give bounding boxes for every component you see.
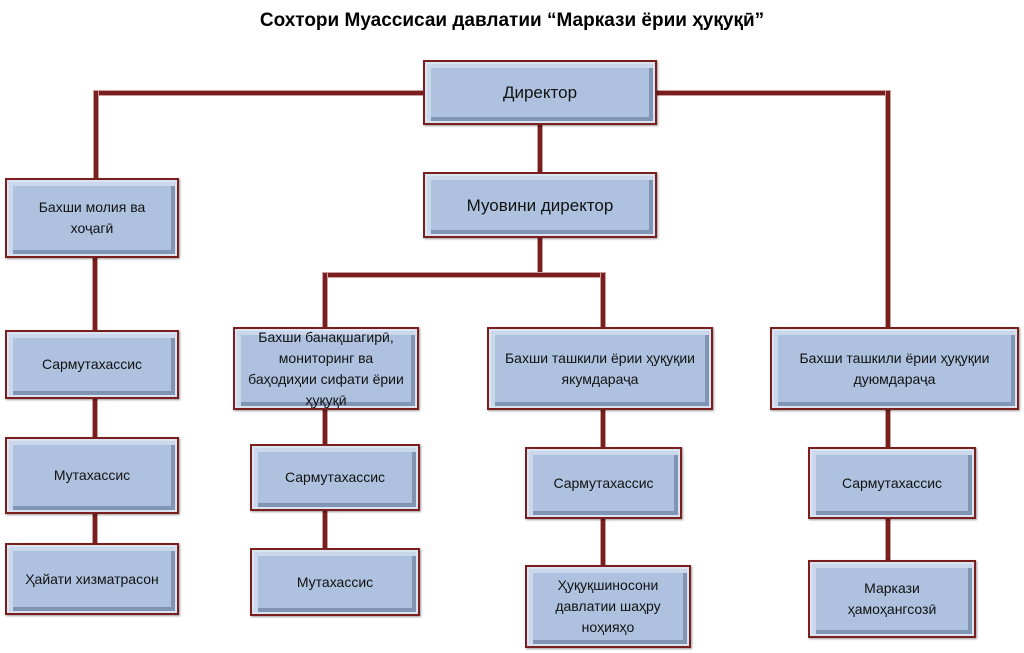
node-monitoring-senior-specialist: Сармутахассис	[250, 444, 420, 511]
connector	[538, 124, 542, 173]
node-finance-specialist: Мутахассис	[5, 437, 179, 514]
connector	[323, 273, 605, 277]
node-secondary-senior-specialist: Сармутахассис	[808, 447, 976, 519]
node-finance-senior-specialist: Сармутахассис	[5, 330, 179, 399]
connector	[94, 91, 98, 179]
chart-title: Сохтори Муассисаи давлатии “Маркази ёрии…	[259, 10, 765, 31]
node-monitoring-department: Бахши банақшагирӣ, мониторинг ва баҳодиҳ…	[233, 327, 419, 410]
node-primary-senior-specialist: Сармутахассис	[525, 447, 682, 519]
node-monitoring-specialist: Мутахассис	[250, 548, 420, 616]
connector	[601, 273, 605, 328]
node-primary-legal-aid-department: Бахши ташкили ёрии ҳуқуқии якумдараҷа	[487, 327, 713, 410]
node-director: Директор	[423, 60, 657, 125]
connector	[656, 91, 890, 95]
node-service-staff: Ҳайати хизматрасон	[5, 543, 179, 615]
node-coordination-center: Маркази ҳамоҳангсозӣ	[808, 560, 976, 638]
node-deputy-director: Муовини директор	[423, 172, 657, 238]
connector	[538, 237, 542, 276]
connector	[886, 91, 890, 328]
connector	[94, 91, 424, 95]
connector	[93, 257, 97, 547]
connector	[323, 273, 327, 328]
node-state-lawyers: Ҳуқуқшиносони давлатии шаҳру ноҳияҳо	[525, 565, 691, 648]
node-finance-department: Бахши молия ва хоҷагӣ	[5, 178, 179, 258]
node-secondary-legal-aid-department: Бахши ташкили ёрии ҳуқуқии дуюмдараҷа	[770, 327, 1019, 410]
